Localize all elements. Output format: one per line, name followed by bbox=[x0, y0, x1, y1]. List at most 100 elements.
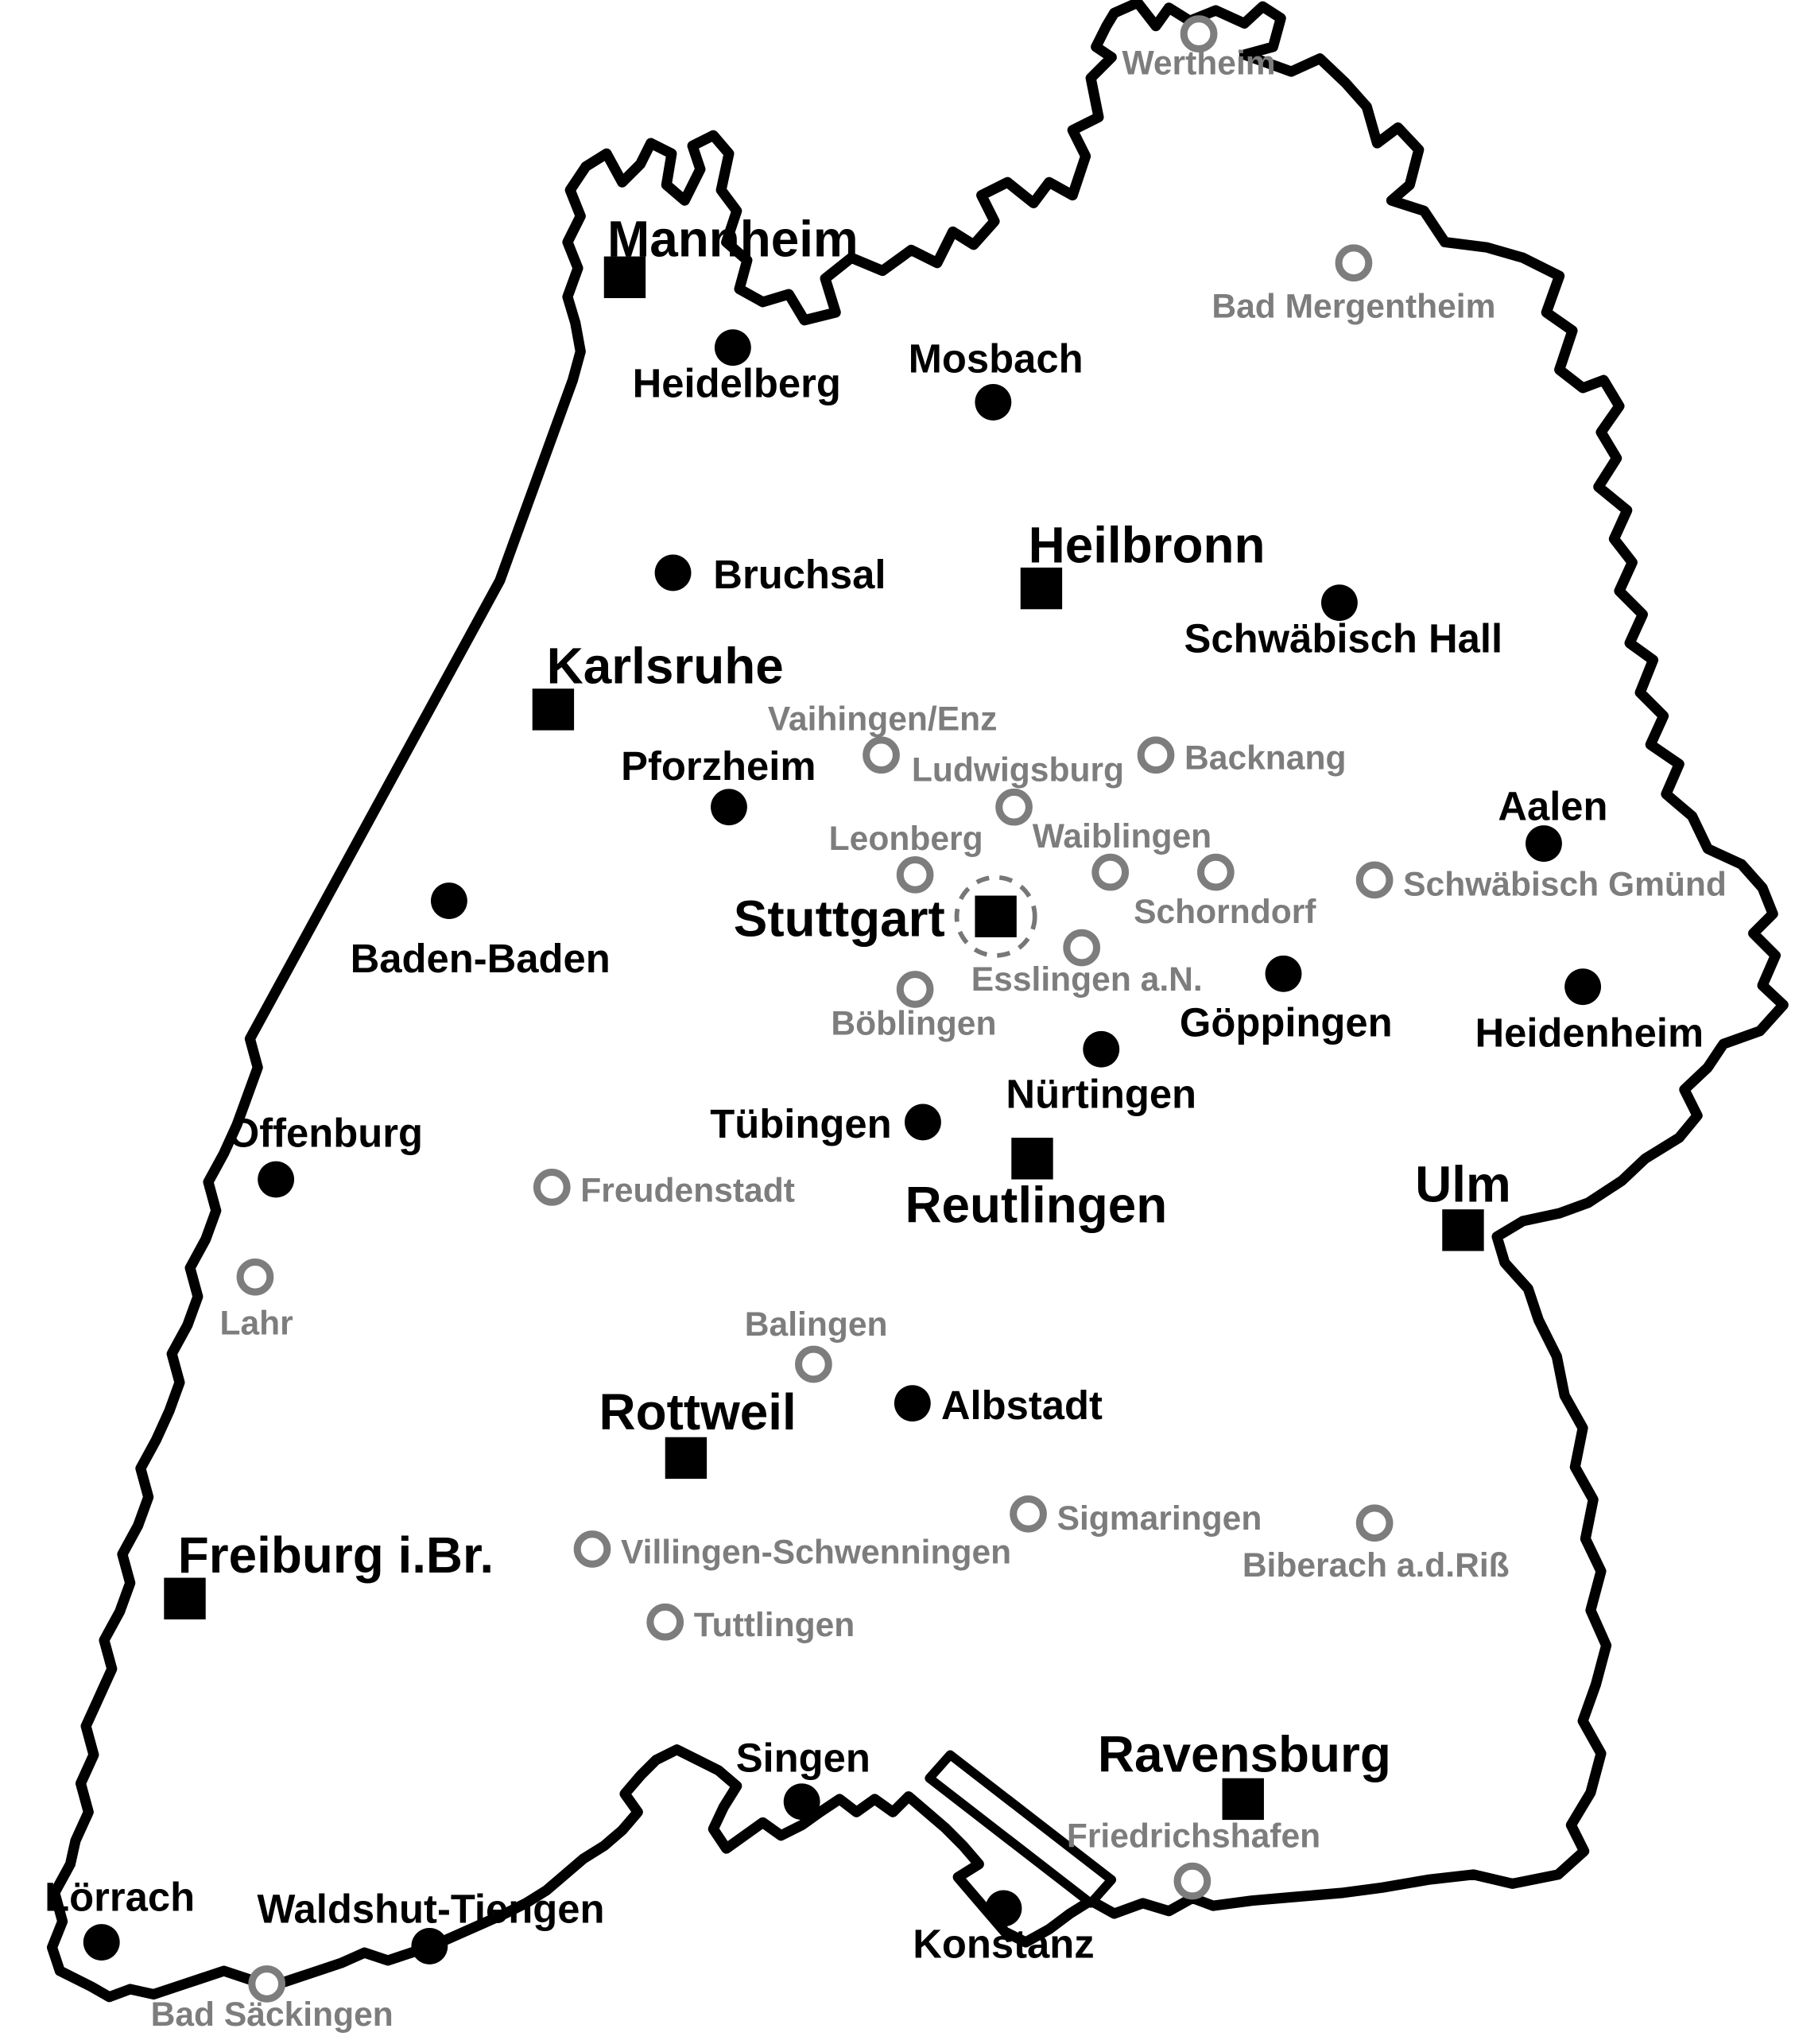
city-schorndorf: Schorndorf bbox=[1134, 853, 1316, 931]
city-marker-albstadt-dot-icon bbox=[894, 1385, 931, 1422]
city-wertheim: Wertheim bbox=[1122, 15, 1276, 82]
city-label-reutlingen: Reutlingen bbox=[905, 1177, 1167, 1234]
city-rottweil: Rottweil bbox=[599, 1383, 797, 1480]
city-lörrach: Lörrach bbox=[45, 1875, 195, 1961]
city-heidenheim: Heidenheim bbox=[1475, 968, 1704, 1055]
city-leonberg: Leonberg bbox=[829, 820, 983, 894]
city-label-singen: Singen bbox=[736, 1736, 870, 1781]
city-marker-tübingen-dot-icon bbox=[905, 1103, 941, 1141]
city-freudenstadt: Freudenstadt bbox=[533, 1168, 795, 1209]
city-tübingen: Tübingen bbox=[710, 1101, 941, 1146]
city-label-nürtingen: Nürtingen bbox=[1006, 1071, 1196, 1116]
city-label-schorndorf: Schorndorf bbox=[1134, 893, 1316, 931]
city-heilbronn: Heilbronn bbox=[1020, 516, 1266, 610]
city-marker-heidelberg-dot-icon bbox=[714, 329, 751, 367]
city-marker-singen-dot-icon bbox=[783, 1783, 820, 1821]
city-label-bruchsal: Bruchsal bbox=[713, 552, 886, 597]
city-schwäbisch-hall: Schwäbisch Hall bbox=[1184, 584, 1503, 661]
city-marker-balingen-ring-icon bbox=[795, 1345, 832, 1383]
city-friedrichshafen: Friedrichshafen bbox=[1067, 1817, 1320, 1900]
city-label-biberach-a-d-riß: Biberach a.d.Riß bbox=[1243, 1546, 1510, 1584]
city-bad-mergentheim: Bad Mergentheim bbox=[1212, 244, 1495, 326]
city-marker-konstanz-dot-icon bbox=[985, 1890, 1022, 1927]
city-marker-wertheim-ring-icon bbox=[1180, 15, 1218, 52]
city-ludwigsburg: Ludwigsburg bbox=[912, 751, 1124, 826]
city-marker-vaihingen-enz-ring-icon bbox=[863, 736, 900, 774]
city-label-villingen-schwenningen: Villingen-Schwenningen bbox=[621, 1534, 1011, 1572]
city-marker-lahr-ring-icon bbox=[236, 1258, 274, 1296]
city-label-balingen: Balingen bbox=[745, 1305, 888, 1344]
city-marker-backnang-ring-icon bbox=[1137, 736, 1175, 774]
city-marker-freiburg-i-br-square-icon bbox=[164, 1577, 206, 1619]
city-offenburg: Offenburg bbox=[228, 1111, 423, 1198]
city-label-wertheim: Wertheim bbox=[1122, 44, 1275, 82]
city-balingen: Balingen bbox=[745, 1305, 888, 1383]
city-marker-bad-säckingen-ring-icon bbox=[248, 1965, 286, 2003]
city-marker-offenburg-dot-icon bbox=[258, 1161, 295, 1198]
city-marker-karlsruhe-square-icon bbox=[532, 688, 575, 731]
city-marker-mosbach-dot-icon bbox=[975, 384, 1012, 421]
city-marker-leonberg-ring-icon bbox=[896, 856, 934, 894]
city-marker-schorndorf-ring-icon bbox=[1197, 853, 1235, 891]
city-label-rottweil: Rottweil bbox=[599, 1383, 797, 1441]
lake-constance-channel-icon bbox=[925, 1750, 1117, 1908]
city-karlsruhe: Karlsruhe bbox=[532, 638, 784, 731]
city-label-göppingen: Göppingen bbox=[1180, 999, 1393, 1045]
city-marker-böblingen-ring-icon bbox=[896, 971, 934, 1008]
city-heidelberg: Heidelberg bbox=[633, 329, 841, 405]
city-marker-schwäbisch-hall-dot-icon bbox=[1320, 584, 1358, 622]
city-nürtingen: Nürtingen bbox=[1006, 1030, 1196, 1116]
city-konstanz: Konstanz bbox=[913, 1890, 1095, 1967]
city-marker-pforzheim-dot-icon bbox=[711, 789, 747, 826]
city-mannheim: Mannheim bbox=[603, 211, 859, 298]
city-label-heilbronn: Heilbronn bbox=[1029, 516, 1266, 573]
city-marker-ulm-square-icon bbox=[1442, 1209, 1484, 1251]
city-label-schwäbisch-hall: Schwäbisch Hall bbox=[1184, 615, 1503, 661]
city-marker-heidenheim-dot-icon bbox=[1564, 968, 1602, 1006]
city-label-lörrach: Lörrach bbox=[45, 1875, 195, 1920]
city-marker-nürtingen-dot-icon bbox=[1083, 1030, 1120, 1068]
city-label-pforzheim: Pforzheim bbox=[621, 743, 816, 789]
city-label-backnang: Backnang bbox=[1184, 739, 1346, 778]
city-marker-freudenstadt-ring-icon bbox=[533, 1168, 571, 1206]
city-marker-baden-baden-dot-icon bbox=[430, 882, 467, 920]
city-reutlingen: Reutlingen bbox=[905, 1138, 1167, 1234]
city-sigmaringen: Sigmaringen bbox=[1010, 1495, 1262, 1538]
city-biberach-a-d-riß: Biberach a.d.Riß bbox=[1243, 1504, 1510, 1584]
city-label-friedrichshafen: Friedrichshafen bbox=[1067, 1817, 1320, 1855]
city-label-heidelberg: Heidelberg bbox=[633, 360, 841, 405]
city-label-bad-mergentheim: Bad Mergentheim bbox=[1212, 288, 1495, 326]
city-waiblingen: Waiblingen bbox=[1033, 817, 1212, 891]
city-label-mosbach: Mosbach bbox=[909, 335, 1084, 381]
city-marker-waldshut-tiengen-dot-icon bbox=[411, 1928, 448, 1964]
city-label-waldshut-tiengen: Waldshut-Tiengen bbox=[257, 1886, 604, 1931]
city-tuttlingen: Tuttlingen bbox=[646, 1603, 855, 1644]
city-label-vaihingen-enz: Vaihingen/Enz bbox=[768, 700, 998, 739]
city-vaihingen-enz: Vaihingen/Enz bbox=[768, 700, 998, 774]
city-marker-mannheim-square-icon bbox=[603, 256, 646, 298]
city-lahr: Lahr bbox=[219, 1258, 293, 1342]
city-marker-göppingen-dot-icon bbox=[1265, 955, 1302, 992]
city-label-ravensburg: Ravensburg bbox=[1098, 1726, 1391, 1783]
city-schwäbisch-gmünd: Schwäbisch Gmünd bbox=[1355, 861, 1727, 904]
city-marker-tuttlingen-ring-icon bbox=[646, 1603, 684, 1641]
city-label-ulm: Ulm bbox=[1415, 1155, 1511, 1212]
city-bruchsal: Bruchsal bbox=[654, 552, 886, 597]
city-marker-schwäbisch-gmünd-ring-icon bbox=[1355, 861, 1394, 899]
city-ulm: Ulm bbox=[1415, 1155, 1511, 1251]
city-label-stuttgart: Stuttgart bbox=[734, 890, 945, 947]
city-pforzheim: Pforzheim bbox=[621, 743, 816, 826]
city-freiburg-i-br: Freiburg i.Br. bbox=[164, 1526, 494, 1619]
city-label-baden-baden: Baden-Baden bbox=[351, 936, 611, 981]
city-singen: Singen bbox=[736, 1736, 870, 1821]
city-label-ludwigsburg: Ludwigsburg bbox=[912, 751, 1124, 789]
city-marker-friedrichshafen-ring-icon bbox=[1173, 1862, 1212, 1900]
city-label-freudenstadt: Freudenstadt bbox=[580, 1171, 795, 1209]
city-marker-sigmaringen-ring-icon bbox=[1010, 1495, 1047, 1533]
city-label-aalen: Aalen bbox=[1498, 784, 1607, 829]
city-label-sigmaringen: Sigmaringen bbox=[1057, 1499, 1262, 1538]
city-marker-ravensburg-square-icon bbox=[1222, 1778, 1264, 1821]
city-label-böblingen: Böblingen bbox=[831, 1005, 996, 1043]
city-marker-waiblingen-ring-icon bbox=[1091, 853, 1130, 891]
